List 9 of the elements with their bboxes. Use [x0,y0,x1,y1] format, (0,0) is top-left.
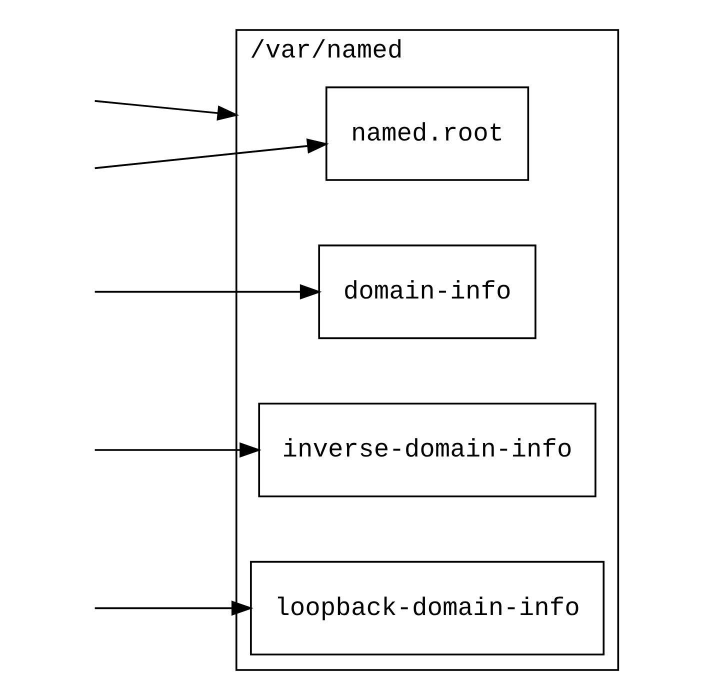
arrow [94,284,322,300]
arrow [94,600,253,616]
node-box: inverse-domain-info [258,402,596,498]
node-box: loopback-domain-info [250,560,604,656]
node-box: domain-info [318,244,536,340]
node-box: named.root [324,86,529,181]
arrow [94,442,261,458]
arrow [94,100,239,121]
arrow [94,138,328,170]
